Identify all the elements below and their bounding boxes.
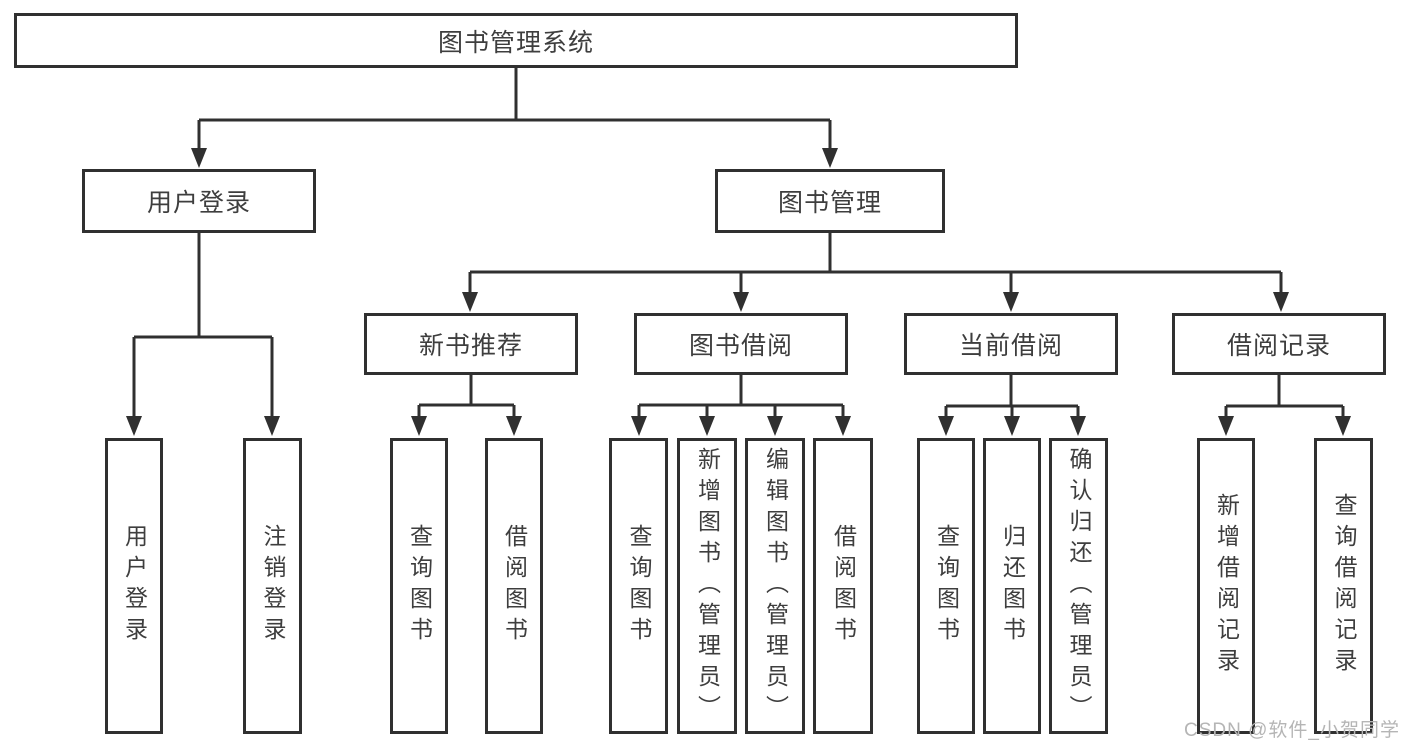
leaf-bb-add-books-admin: 新增图书（管理员） bbox=[677, 438, 737, 734]
node-book-management: 图书管理 bbox=[715, 169, 945, 233]
leaf-nbr-query-books: 查询图书 bbox=[390, 438, 448, 734]
leaf-cb-query-books-label: 查询图书 bbox=[933, 524, 960, 648]
leaf-cb-confirm-return-admin-label: 确认归还（管理员） bbox=[1066, 446, 1092, 726]
leaf-logout-login: 注销登录 bbox=[243, 438, 302, 734]
leaf-bb-edit-books-admin: 编辑图书（管理员） bbox=[745, 438, 805, 734]
node-new-book-recommend-label: 新书推荐 bbox=[418, 332, 523, 360]
node-borrowing-records-label: 借阅记录 bbox=[1226, 332, 1331, 360]
leaf-user-login-label: 用户登录 bbox=[121, 524, 148, 648]
node-user-login: 用户登录 bbox=[82, 169, 316, 233]
leaf-user-login: 用户登录 bbox=[105, 438, 163, 734]
node-root: 图书管理系统 bbox=[14, 13, 1018, 68]
leaf-br-query-record: 查询借阅记录 bbox=[1314, 438, 1373, 734]
leaf-logout-login-label: 注销登录 bbox=[260, 524, 286, 648]
node-root-label: 图书管理系统 bbox=[437, 28, 594, 57]
leaf-nbr-query-books-label: 查询图书 bbox=[406, 524, 433, 648]
watermark: CSDN @软件_小贺同学 bbox=[1184, 720, 1400, 741]
leaf-bb-query-books: 查询图书 bbox=[609, 438, 668, 734]
leaf-br-add-record: 新增借阅记录 bbox=[1197, 438, 1255, 734]
leaf-br-add-record-label: 新增借阅记录 bbox=[1213, 493, 1240, 679]
leaf-cb-return-books-label: 归还图书 bbox=[999, 524, 1026, 648]
leaf-bb-add-books-admin-label: 新增图书（管理员） bbox=[694, 446, 721, 726]
node-book-borrowing-label: 图书借阅 bbox=[688, 332, 793, 360]
leaf-br-query-record-label: 查询借阅记录 bbox=[1331, 493, 1357, 679]
node-current-borrowing-label: 当前借阅 bbox=[958, 332, 1063, 360]
node-current-borrowing: 当前借阅 bbox=[904, 313, 1118, 375]
leaf-cb-confirm-return-admin: 确认归还（管理员） bbox=[1049, 438, 1108, 734]
leaf-bb-borrow-books: 借阅图书 bbox=[813, 438, 873, 734]
leaf-bb-borrow-books-label: 借阅图书 bbox=[830, 524, 857, 648]
leaf-nbr-borrow-books: 借阅图书 bbox=[485, 438, 543, 734]
node-new-book-recommend: 新书推荐 bbox=[364, 313, 578, 375]
node-book-management-label: 图书管理 bbox=[777, 189, 882, 217]
leaf-bb-query-books-label: 查询图书 bbox=[626, 524, 652, 648]
node-book-borrowing: 图书借阅 bbox=[634, 313, 848, 375]
node-user-login-label: 用户登录 bbox=[146, 189, 251, 217]
leaf-cb-return-books: 归还图书 bbox=[983, 438, 1041, 734]
node-borrowing-records: 借阅记录 bbox=[1172, 313, 1386, 375]
leaf-nbr-borrow-books-label: 借阅图书 bbox=[501, 524, 528, 648]
leaf-bb-edit-books-admin-label: 编辑图书（管理员） bbox=[762, 446, 789, 726]
leaf-cb-query-books: 查询图书 bbox=[917, 438, 975, 734]
